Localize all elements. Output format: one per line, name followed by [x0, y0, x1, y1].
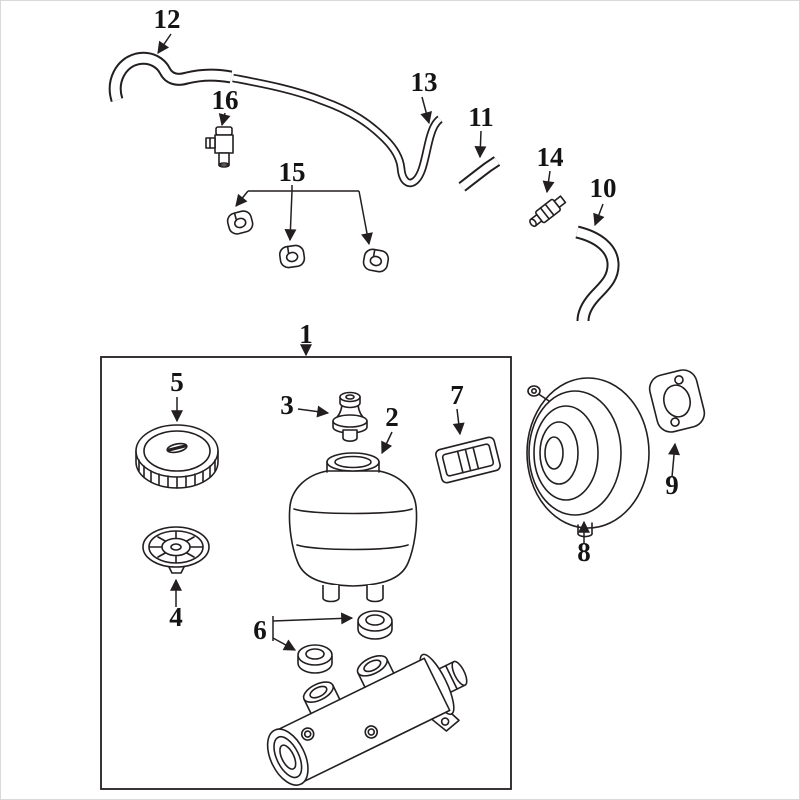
leader-7 [452, 408, 465, 436]
callout-label-3[interactable]: 3 [280, 390, 294, 420]
callout-label-10[interactable]: 10 [590, 173, 617, 203]
part-5-reservoir-cap [135, 424, 219, 489]
part-4-strainer [142, 526, 210, 574]
leader-6a [272, 612, 354, 625]
part-3-cap-valve [332, 391, 368, 442]
part-8-booster [526, 377, 650, 538]
leader-16 [218, 112, 231, 127]
callout-label-5[interactable]: 5 [170, 367, 184, 397]
callout-label-9[interactable]: 9 [665, 470, 679, 500]
part-9-gasket [648, 369, 706, 433]
callout-label-13[interactable]: 13 [411, 67, 438, 97]
part-12-vacuum-hose [108, 51, 233, 102]
callout-label-2[interactable]: 2 [385, 402, 399, 432]
leader-lines [157, 33, 680, 651]
part-16-fitting [205, 126, 234, 168]
callout-label-7[interactable]: 7 [450, 380, 464, 410]
part-11-hose [458, 156, 501, 192]
callout-labels: 1 2 3 4 5 6 7 8 9 10 11 12 13 14 15 16 [154, 4, 679, 645]
part-7-connector [435, 436, 501, 484]
leader-13 [420, 96, 432, 125]
leader-6b [272, 637, 297, 651]
callout-label-15[interactable]: 15 [279, 157, 306, 187]
callout-label-1[interactable]: 1 [299, 319, 313, 349]
part-2-reservoir-tank [288, 452, 418, 603]
leader-2 [381, 431, 393, 455]
leader-11 [474, 130, 487, 159]
callout-label-14[interactable]: 14 [537, 142, 564, 172]
callout-label-8[interactable]: 8 [577, 537, 591, 567]
leader-3 [297, 405, 330, 418]
leader-15a [235, 190, 249, 207]
leader-15b [284, 190, 297, 242]
leader-15-bracket [248, 185, 359, 192]
master-cylinder-body [266, 653, 468, 786]
part-13-vacuum-tube [232, 73, 443, 188]
assembly-box [100, 356, 512, 790]
callout-label-12[interactable]: 12 [154, 4, 181, 34]
callout-label-11[interactable]: 11 [468, 102, 494, 132]
part-10-hose [575, 225, 620, 322]
leader-12 [157, 33, 172, 54]
callout-label-16[interactable]: 16 [212, 85, 239, 115]
leader-9 [668, 442, 680, 478]
leader-15c [358, 190, 373, 246]
leader-14 [542, 170, 555, 194]
callout-label-4[interactable]: 4 [169, 602, 183, 632]
callout-label-6[interactable]: 6 [253, 615, 267, 645]
leader-10 [593, 203, 605, 227]
part-14-check-valve [529, 195, 567, 228]
